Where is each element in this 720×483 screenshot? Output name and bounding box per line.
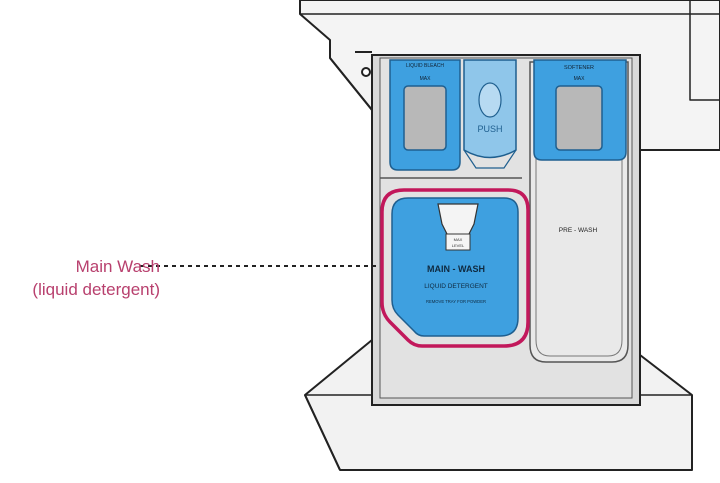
main-wash-label: MAIN - WASH bbox=[427, 264, 485, 274]
callout-main-wash: Main Wash bbox=[75, 257, 160, 276]
callout-liquid-detergent: (liquid detergent) bbox=[32, 280, 160, 299]
insert-level-label: LEVEL bbox=[452, 243, 465, 248]
softener-max-label: MAX bbox=[574, 76, 586, 82]
bleach-max-label: MAX bbox=[420, 76, 432, 82]
push-label: PUSH bbox=[477, 124, 502, 134]
main-wash-compartment: MAX LEVEL MAIN - WASH LIQUID DETERGENT R… bbox=[380, 188, 530, 348]
remove-tray-label: REMOVE TRAY FOR POWDER bbox=[426, 299, 486, 304]
siphon-cap: PUSH bbox=[463, 59, 517, 169]
softener-label: SOFTENER bbox=[564, 65, 594, 71]
bleach-label: LIQUID BLEACH bbox=[406, 63, 444, 69]
insert-max-label: MAX bbox=[454, 237, 463, 242]
prewash-label: PRE - WASH bbox=[559, 227, 598, 234]
bleach-compartment: LIQUID BLEACH MAX bbox=[389, 59, 461, 171]
liquid-detergent-label: LIQUID DETERGENT bbox=[424, 283, 488, 290]
main-wash-highlight bbox=[380, 188, 530, 348]
softener-compartment: SOFTENER MAX bbox=[533, 59, 627, 161]
